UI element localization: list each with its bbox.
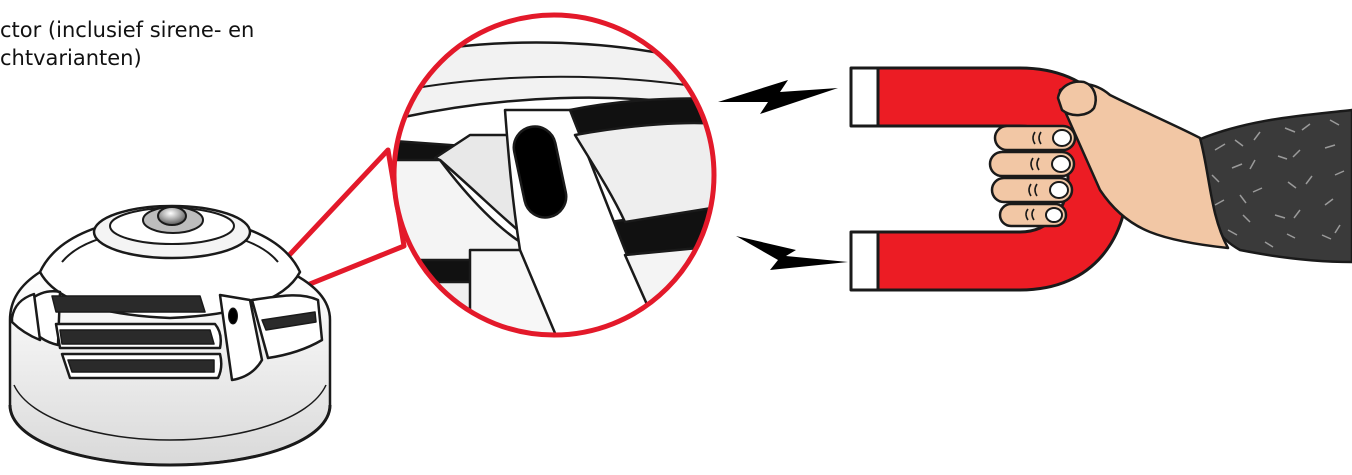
lightning-bolt-icon (736, 236, 848, 270)
magnifier-zoom-circle-icon (380, 15, 730, 345)
lightning-bolt-icon (718, 80, 838, 114)
smoke-detector-icon (10, 206, 330, 465)
